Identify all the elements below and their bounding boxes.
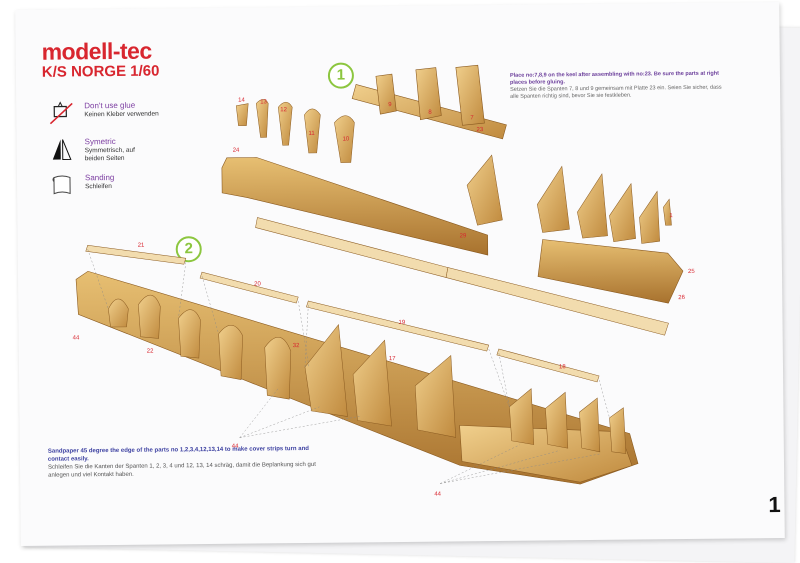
- part-label-9: 9: [388, 102, 392, 108]
- hull-frame: [609, 407, 627, 454]
- frame-2: [639, 190, 660, 244]
- hull-frame: [178, 309, 201, 359]
- frame-7: [455, 64, 485, 126]
- part-label-26: 26: [678, 295, 685, 301]
- step-2-hull-assembly: 21 20 19 18 17 22 32 44 44 44: [73, 243, 639, 498]
- assembly-drawing: 14 13 12 11 10 23 24 29 25 26 1 9 8 7: [73, 64, 695, 498]
- keel-strip-right: [445, 267, 669, 336]
- hull-frame: [414, 354, 456, 438]
- part-label-12: 12: [280, 107, 287, 113]
- guide-lines: [87, 249, 610, 484]
- part-label-23: 23: [476, 127, 483, 133]
- strip-20: [199, 271, 299, 304]
- frame-4: [577, 173, 608, 239]
- part-label-13: 13: [260, 99, 267, 105]
- part-label-44: 44: [73, 335, 80, 341]
- hull-frame: [304, 324, 348, 417]
- frame-3: [609, 182, 636, 243]
- frame-6: [466, 154, 503, 226]
- frame-1: [663, 198, 672, 226]
- part-label-22: 22: [147, 349, 154, 355]
- instruction-sheet: modell-tec K/S NORGE 1/60 Don't use glue…: [15, 2, 785, 546]
- frame-11: [304, 108, 321, 154]
- hull-frame: [579, 397, 601, 453]
- part-label-18: 18: [559, 364, 566, 370]
- legend-item-symmetric: Symetric Symmetrisch, auf beiden Seiten: [49, 136, 189, 165]
- part-label-19: 19: [398, 320, 405, 326]
- hull-frame: [108, 298, 129, 328]
- upper-keel: [221, 157, 489, 256]
- part-label-17: 17: [389, 356, 396, 362]
- part-label-20: 20: [254, 281, 261, 287]
- part-label-44: 44: [232, 444, 239, 450]
- hull-frame: [218, 325, 243, 380]
- legend-item-no-glue: Don't use glue Keinen Kleber verwenden: [48, 100, 188, 129]
- frame-13: [255, 99, 269, 138]
- part-label-7: 7: [470, 115, 474, 121]
- frame-14: [235, 103, 249, 126]
- part-label-25: 25: [688, 269, 695, 275]
- hull-frame: [138, 294, 161, 339]
- legend: Don't use glue Keinen Kleber verwenden S…: [48, 100, 189, 209]
- part-label-8: 8: [428, 110, 432, 116]
- no-glue-icon: [49, 101, 73, 125]
- frame-8: [415, 67, 442, 121]
- frame-9: [375, 73, 397, 115]
- sanding-icon: [52, 175, 71, 195]
- part-label-32: 32: [293, 343, 300, 349]
- part-label-44: 44: [434, 492, 441, 498]
- part-label-21: 21: [138, 243, 145, 249]
- strip-18: [496, 348, 600, 383]
- part-label-1: 1: [669, 213, 673, 219]
- hull-frame: [509, 388, 535, 445]
- hull-frame: [352, 339, 392, 427]
- stern-block: [537, 239, 684, 304]
- part-label-10: 10: [343, 137, 350, 143]
- page-number: 1: [768, 492, 781, 518]
- hull-frame: [545, 391, 569, 449]
- symmetric-icon: [52, 139, 72, 161]
- strip-19: [306, 300, 490, 352]
- frame-12: [277, 101, 293, 146]
- part-label-14: 14: [238, 98, 245, 104]
- part-label-24: 24: [233, 148, 240, 154]
- part-label-29: 29: [460, 233, 467, 239]
- hull-frame: [264, 337, 292, 400]
- frame-5: [537, 165, 570, 233]
- legend-item-sanding: Sanding Schleifen: [49, 172, 189, 201]
- part-label-11: 11: [308, 131, 315, 137]
- frame-10: [334, 115, 355, 163]
- strip-21: [85, 244, 187, 265]
- step-1-keel-assembly: 14 13 12 11 10 23 24 29 25 26 1 9 8 7: [221, 64, 695, 336]
